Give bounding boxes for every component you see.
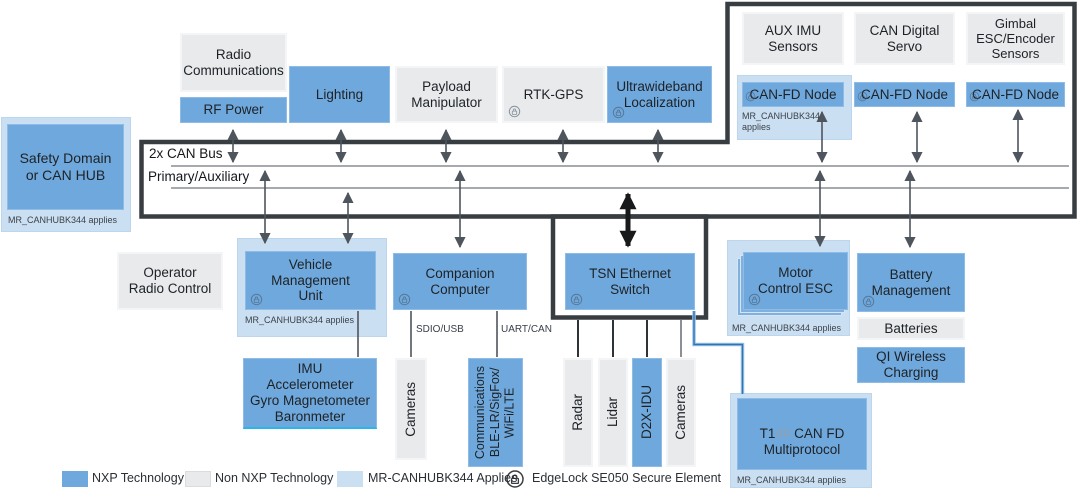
secure-element-lock-icon xyxy=(612,106,625,119)
tsn-ethernet-switch-label: TSN Ethernet Switch xyxy=(589,265,671,297)
aux-imu-sensors-label: AUX IMU Sensors xyxy=(764,22,822,54)
canfd-node3-box: CAN-FD Node xyxy=(966,82,1065,107)
safety-domain-caption: MR_CANHUBK344 applies xyxy=(8,215,118,225)
payload-manipulator-label: Payload Manipulator xyxy=(411,78,482,110)
link-label-uart-can: UART/CAN xyxy=(501,324,552,335)
imu-sensors-box: IMU Accelerometer Gyro Magnetometer Baro… xyxy=(243,358,377,429)
cameras-right-box: Cameras xyxy=(666,358,696,467)
ultrawideband-label: Ultrawideband Localization xyxy=(616,78,703,110)
canfd-node1-label: CAN-FD Node xyxy=(749,86,837,102)
legend-edgelock-icon xyxy=(505,469,525,489)
communications-label: Communications BLE-LR/SigFox/ WiFi/LTE xyxy=(473,365,517,460)
radar-label: Radar xyxy=(570,394,586,431)
cameras-left-label: Cameras xyxy=(403,381,419,437)
battery-management-box: Battery Management xyxy=(857,253,965,312)
motor-esc-caption: MR_CANHUBK344 applies xyxy=(732,323,842,333)
motor-control-esc-label: Motor Control ESC xyxy=(757,265,834,296)
lidar-label: Lidar xyxy=(605,397,621,428)
operator-radio-control-box: Operator Radio Control xyxy=(117,252,223,310)
companion-computer-box: Companion Computer xyxy=(393,253,527,310)
t1-caption: MR_CANHUBK344 applies xyxy=(737,475,847,485)
rf-power-label: RF Power xyxy=(203,102,264,118)
legend-nxp-swatch xyxy=(62,471,88,487)
gimbal-esc-encoder-label: Gimbal ESC/Encoder Sensors xyxy=(976,15,1055,62)
radio-communications-label: Radio Communications xyxy=(183,46,284,78)
legend-nxp-label: NXP Technology xyxy=(92,471,184,485)
secure-element-lock-icon xyxy=(508,105,521,118)
communications-box: Communications BLE-LR/SigFox/ WiFi/LTE xyxy=(468,358,523,467)
canfd-node1-caption: MR_CANHUBK344 applies xyxy=(742,111,821,132)
d2x-idu-box: D2X-IDU xyxy=(632,358,662,467)
secure-element-lock-icon xyxy=(748,293,761,306)
batteries-box: Batteries xyxy=(857,317,965,340)
imu-sensors-label: IMU Accelerometer Gyro Magnetometer Baro… xyxy=(249,361,371,424)
secure-element-lock-icon xyxy=(250,293,263,306)
rtk-gps-box: RTK-GPS xyxy=(502,66,605,123)
secure-element-lock-icon xyxy=(969,91,980,102)
can-digital-servo-label: CAN Digital Servo xyxy=(869,22,940,54)
qi-wireless-charging-box: QI Wireless Charging xyxy=(857,347,965,383)
canfd-node1-box: CAN-FD Node xyxy=(742,82,844,107)
rf-power-box: RF Power xyxy=(180,97,287,123)
legend-edgelock-label: EdgeLock SE050 Secure Element xyxy=(532,471,722,485)
bus-label-bottom: Primary/Auxiliary xyxy=(148,169,250,184)
gimbal-esc-encoder-box: Gimbal ESC/Encoder Sensors xyxy=(966,12,1065,65)
secure-element-lock-icon xyxy=(862,295,875,308)
operator-radio-control-label: Operator Radio Control xyxy=(128,265,212,296)
cameras-left-box: Cameras xyxy=(395,358,427,460)
link-label-sdio-usb: SDIO/USB xyxy=(416,324,464,335)
bus-label-top: 2x CAN Bus xyxy=(149,146,223,161)
cameras-right-label: Cameras xyxy=(673,385,689,440)
safety-domain-label: Safety Domain or CAN HUB xyxy=(19,150,112,183)
legend-non-nxp-label: Non NXP Technology xyxy=(215,471,334,485)
secure-element-lock-icon xyxy=(570,293,583,306)
can-digital-servo-box: CAN Digital Servo xyxy=(854,12,955,65)
payload-manipulator-box: Payload Manipulator xyxy=(395,66,498,123)
ultrawideband-box: Ultrawideband Localization xyxy=(607,66,712,123)
rtk-gps-label: RTK-GPS xyxy=(523,86,584,102)
lighting-label: Lighting xyxy=(315,86,364,102)
qi-wireless-charging-label: QI Wireless Charging xyxy=(876,349,946,380)
radio-communications-box: Radio Communications xyxy=(180,33,287,92)
t1-can-fd-label: T1## CAN FD Multiprotocol xyxy=(759,426,845,457)
secure-element-lock-icon xyxy=(857,91,868,102)
t1-can-fd-box: T1## CAN FD Multiprotocol xyxy=(737,398,867,470)
vmu-caption: MR_CANHUBK344 applies xyxy=(245,315,355,325)
lidar-box: Lidar xyxy=(598,358,628,467)
motor-control-esc-box: Motor Control ESC xyxy=(743,252,848,310)
battery-management-label: Battery Management xyxy=(871,266,951,298)
d2x-idu-label: D2X-IDU xyxy=(639,385,655,440)
canfd-node3-label: CAN-FD Node xyxy=(971,86,1060,102)
secure-element-lock-icon xyxy=(745,91,756,102)
aux-imu-sensors-box: AUX IMU Sensors xyxy=(742,12,844,65)
legend-non-nxp-swatch xyxy=(185,471,211,487)
companion-computer-label: Companion Computer xyxy=(425,265,495,297)
canfd-node2-box: CAN-FD Node xyxy=(854,82,955,107)
tsn-ethernet-switch-box: TSN Ethernet Switch xyxy=(565,253,695,310)
legend-mr-swatch xyxy=(337,471,363,487)
safety-domain-box: Safety Domain or CAN HUB xyxy=(7,124,124,210)
radar-box: Radar xyxy=(563,358,593,467)
vehicle-management-unit-box: Vehicle Management Unit xyxy=(245,251,376,310)
batteries-label: Batteries xyxy=(884,320,938,336)
lighting-box: Lighting xyxy=(289,66,390,123)
canfd-node2-label: CAN-FD Node xyxy=(860,86,949,102)
vehicle-management-unit-label: Vehicle Management Unit xyxy=(271,256,350,304)
secure-element-lock-icon xyxy=(398,293,411,306)
legend-mr-label: MR-CANHUBK344 Applies xyxy=(368,471,518,485)
